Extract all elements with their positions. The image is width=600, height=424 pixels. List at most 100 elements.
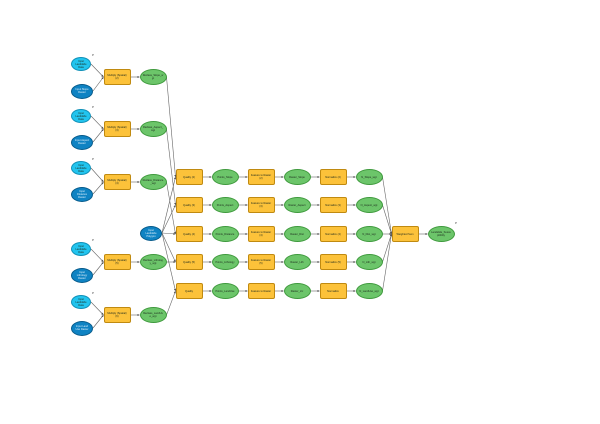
node-label: N_Dist_wgt	[362, 232, 376, 236]
connector-o5-to-q5[interactable]	[166, 290, 176, 316]
node-label: Input Aspect Raster	[74, 139, 90, 145]
connector-o2-to-q2[interactable]	[166, 128, 177, 206]
output-variable-r4[interactable]: Raster_Lith	[283, 254, 311, 270]
tool-ms3[interactable]: Multiply (Spatial) (4)	[103, 174, 131, 190]
output-variable-r2[interactable]: Raster_Aspect	[283, 197, 311, 213]
connector-in_mid-to-q3[interactable]	[161, 232, 176, 236]
connector-in_d1-to-ms1[interactable]	[92, 76, 104, 92]
output-variable-p2[interactable]: Points_Aspect	[211, 197, 239, 213]
parameter-tag: P	[92, 291, 95, 295]
connector-in_mid-to-q2[interactable]	[161, 204, 176, 234]
node-label: Input Lithology Raster	[76, 270, 88, 280]
node-label: Quality (2)	[183, 175, 195, 179]
tool-q1[interactable]: Quality (2)	[175, 169, 203, 185]
node-label: Input Slope Raster	[75, 88, 89, 94]
tool-q5[interactable]: Quality	[175, 283, 203, 299]
input-variable-in_d5[interactable]: Input Land Use Raster	[71, 320, 93, 336]
node-label: Landslide_Susceptibility	[431, 231, 451, 237]
tool-t5[interactable]: Feature to Raster	[247, 283, 275, 299]
connector-in_l4-to-ms4[interactable]	[90, 248, 104, 263]
connector-in_l5-to-ms5[interactable]	[90, 301, 104, 316]
node-label: Normalize	[327, 289, 339, 293]
node-label: Input Landslide Data	[75, 111, 87, 121]
output-variable-f1[interactable]: N_Slope_wgt	[355, 169, 383, 185]
tool-t4[interactable]: Feature to Raster (5)	[247, 254, 275, 270]
tool-t2[interactable]: Feature to Raster (3)	[247, 197, 275, 213]
node-label: Reclass_LandUse_wgt	[143, 312, 163, 318]
tool-t1[interactable]: Feature to Raster (2)	[247, 169, 275, 185]
tool-n2[interactable]: Normalize (3)	[319, 197, 347, 213]
output-variable-r5[interactable]: Raster_LU	[283, 283, 311, 299]
output-variable-o4[interactable]: Reclass_Lithology_wgt	[139, 254, 167, 270]
output-variable-final[interactable]: Landslide_Susceptibility	[427, 226, 455, 242]
tool-t3[interactable]: Feature to Raster (4)	[247, 226, 275, 242]
node-label: Normalize (4)	[325, 232, 341, 236]
output-variable-p3[interactable]: Points_Distance	[211, 226, 239, 242]
input-variable-in_d4[interactable]: Input Lithology Raster	[71, 267, 93, 283]
node-label: N_Aspect_wgt	[360, 203, 378, 207]
connector-f5-to-ws[interactable]	[382, 233, 393, 292]
input-variable-in_l5[interactable]: Input Landslide Data	[71, 295, 91, 309]
output-variable-o2[interactable]: Reclass_Aspect_wgt	[139, 121, 167, 137]
input-variable-in_l2[interactable]: Input Landslide Data	[71, 109, 91, 123]
connector-f4-to-ws[interactable]	[382, 233, 392, 263]
input-variable-in_d3[interactable]: Input Distance Raster	[71, 186, 93, 202]
connector-in_d2-to-ms2[interactable]	[92, 128, 104, 143]
output-variable-f5[interactable]: N_LandUse_wgt	[355, 283, 383, 299]
tool-q2[interactable]: Quality (3)	[175, 197, 203, 213]
output-variable-r1[interactable]: Raster_Slope	[283, 169, 311, 185]
tool-ms1[interactable]: Multiply (Spatial) (2)	[103, 69, 131, 85]
output-variable-r3[interactable]: Raster_Dist	[283, 226, 311, 242]
parameter-tag: P	[92, 157, 95, 161]
tool-ws[interactable]: Weighted Sum	[391, 226, 419, 242]
node-label: Multiply (Spatial) (6)	[107, 312, 127, 318]
connector-f2-to-ws[interactable]	[382, 204, 392, 235]
node-label: N_LandUse_wgt	[359, 289, 379, 293]
connector-in_d4-to-ms4[interactable]	[92, 261, 104, 276]
input-variable-in_l3[interactable]: Input Landslide Data	[71, 161, 91, 175]
tool-ms5[interactable]: Multiply (Spatial) (6)	[103, 307, 131, 323]
connector-in_l2-to-ms2[interactable]	[90, 115, 104, 130]
connector-in_l1-to-ms1[interactable]	[90, 63, 104, 78]
connector-in_mid-to-q1[interactable]	[161, 176, 177, 234]
input-variable-in_d2[interactable]: Input Aspect Raster	[71, 134, 93, 150]
tool-ms4[interactable]: Multiply (Spatial) (5)	[103, 254, 131, 270]
connector-in_mid-to-q5[interactable]	[161, 232, 177, 292]
output-variable-f4[interactable]: N_Lith_wgt	[355, 254, 383, 270]
node-label: Feature to Raster (2)	[250, 174, 272, 180]
input-variable-in_l1[interactable]: Input Landslide Data	[71, 57, 91, 71]
node-label: Quality (5)	[183, 260, 195, 264]
connector-in_d3-to-ms3[interactable]	[92, 181, 104, 195]
node-label: Weighted Sum	[396, 232, 414, 236]
connector-o3-to-q3[interactable]	[166, 181, 177, 235]
tool-n3[interactable]: Normalize (4)	[319, 226, 347, 242]
output-variable-o5[interactable]: Reclass_LandUse_wgt	[139, 307, 167, 323]
input-variable-in_l4[interactable]: Input Landslide Data	[71, 242, 91, 256]
connector-o1-to-q1[interactable]	[166, 76, 177, 178]
connector-in_d5-to-ms5[interactable]	[92, 314, 104, 329]
output-variable-p1[interactable]: Points_Slope	[211, 169, 239, 185]
input-variable-in_d1[interactable]: Input Slope Raster	[71, 83, 93, 99]
output-variable-f2[interactable]: N_Aspect_wgt	[355, 197, 383, 213]
node-label: Raster_LU	[290, 289, 304, 293]
tool-ms2[interactable]: Multiply (Spatial) (3)	[103, 121, 131, 137]
node-label: Raster_Slope	[289, 175, 305, 179]
tool-n4[interactable]: Normalize (5)	[319, 254, 347, 270]
output-variable-p4[interactable]: Points_Lithology	[211, 254, 239, 270]
tool-q3[interactable]: Quality (4)	[175, 226, 203, 242]
node-label: Raster_Lith	[290, 260, 304, 264]
tool-n1[interactable]: Normalize (2)	[319, 169, 347, 185]
node-label: Reclass_Aspect_wgt	[142, 126, 164, 132]
tool-n5[interactable]: Normalize	[319, 283, 347, 299]
node-label: Input Landslide Polygon	[145, 228, 157, 238]
output-variable-o3[interactable]: Reclass_Distance_wgt	[139, 174, 167, 190]
input-variable-in_mid[interactable]: Input Landslide Polygon	[140, 225, 162, 241]
output-variable-o1[interactable]: Reclass_Slope_wgt	[139, 69, 167, 85]
output-variable-p5[interactable]: Points_LandUse	[211, 283, 239, 299]
output-variable-f3[interactable]: N_Dist_wgt	[355, 226, 383, 242]
tool-q4[interactable]: Quality (5)	[175, 254, 203, 270]
connector-f1-to-ws[interactable]	[382, 176, 393, 235]
connector-in_l3-to-ms3[interactable]	[90, 167, 104, 183]
connector-in_mid-to-q4[interactable]	[161, 232, 176, 263]
